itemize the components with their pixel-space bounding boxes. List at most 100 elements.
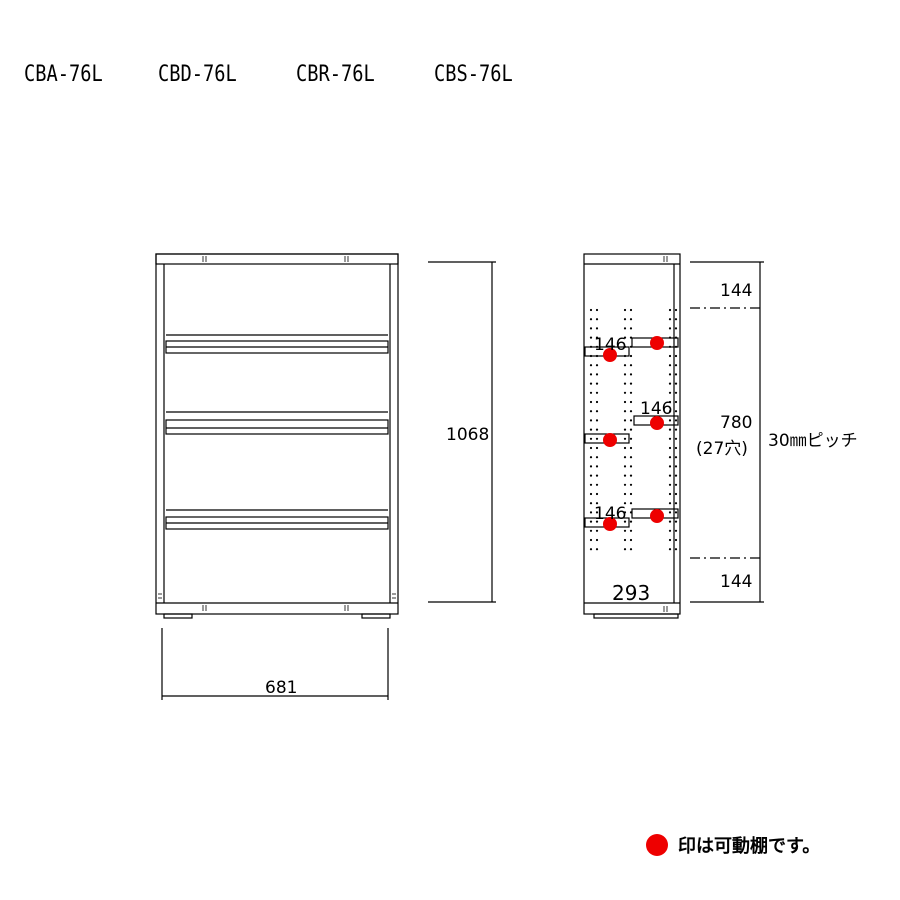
pin-hole	[674, 419, 678, 422]
pin-hole	[674, 428, 678, 431]
pin-hole	[629, 456, 633, 459]
pin-hole	[595, 382, 599, 385]
pin-hole	[595, 336, 599, 339]
side-foot	[593, 613, 679, 619]
pin-hole	[623, 511, 627, 514]
pin-hole	[623, 483, 627, 486]
pin-hole	[589, 419, 593, 422]
pin-hole	[595, 354, 599, 358]
front-shelf-2	[165, 411, 389, 435]
pin-hole	[674, 345, 678, 348]
pin-hole	[629, 373, 633, 376]
pin-hole	[674, 502, 678, 505]
pin-hole	[595, 548, 599, 551]
front-view	[155, 253, 399, 619]
model-name-4: CBS-76L	[434, 62, 513, 87]
pin-hole	[668, 474, 672, 477]
pin-hole	[595, 391, 599, 394]
pin-hole	[674, 364, 678, 367]
pin-hole	[589, 446, 593, 450]
pin-hole	[589, 308, 593, 312]
pin-hole	[595, 345, 599, 348]
movable-shelf-marker-4	[650, 416, 664, 430]
pin-hole	[629, 419, 633, 422]
pin-hole	[674, 474, 678, 477]
pin-hole	[623, 410, 627, 413]
pin-hole	[674, 400, 678, 404]
pin-hole	[629, 520, 633, 523]
pin-hole	[589, 400, 593, 404]
pin-hole	[623, 465, 627, 468]
side-view	[583, 253, 681, 619]
pin-hole	[629, 410, 633, 413]
pin-hole	[668, 538, 672, 542]
movable-shelf-markers	[603, 336, 664, 531]
height-dimension	[428, 261, 496, 603]
pin-hole	[629, 318, 633, 321]
pin-hole	[674, 318, 678, 321]
model-name-2: CBD-76L	[158, 62, 237, 87]
pin-hole	[589, 483, 593, 486]
pin-hole	[595, 428, 599, 431]
pin-hole	[589, 373, 593, 376]
pin-hole	[668, 437, 672, 440]
hole-count-label: (27穴)	[696, 439, 748, 459]
pin-hole	[623, 327, 627, 330]
pin-hole	[623, 428, 627, 431]
top-offset-label: 144	[720, 281, 752, 301]
pin-hole	[668, 400, 672, 404]
pin-hole	[629, 428, 633, 431]
pin-hole	[629, 538, 633, 542]
pin-hole	[668, 502, 672, 505]
pin-hole	[629, 345, 633, 348]
pin-hole	[629, 492, 633, 496]
pin-hole	[595, 456, 599, 459]
pin-hole	[629, 400, 633, 404]
pin-hole	[589, 327, 593, 330]
pin-hole	[589, 428, 593, 431]
pin-hole	[674, 456, 678, 459]
pin-hole	[668, 336, 672, 339]
pin-hole	[623, 336, 627, 339]
front-foot-left	[163, 613, 193, 619]
pin-hole	[674, 446, 678, 450]
pin-hole	[668, 308, 672, 312]
pin-hole	[623, 446, 627, 450]
pin-hole	[589, 538, 593, 542]
pin-hole	[623, 382, 627, 385]
pin-hole	[595, 474, 599, 477]
pin-hole	[595, 538, 599, 542]
model-name-1: CBA-76L	[24, 62, 103, 87]
pin-hole	[595, 502, 599, 505]
pin-hole	[629, 437, 633, 440]
pin-hole	[623, 308, 627, 312]
pin-hole	[629, 483, 633, 486]
movable-shelf-marker-3	[603, 433, 617, 447]
pin-hole	[595, 327, 599, 330]
pin-hole	[595, 400, 599, 404]
pin-hole	[629, 336, 633, 339]
pin-hole	[595, 318, 599, 321]
front-outer-frame	[155, 253, 399, 615]
pin-hole	[589, 354, 593, 358]
pin-hole	[623, 492, 627, 496]
pin-hole	[668, 428, 672, 431]
pin-hole	[668, 364, 672, 367]
pin-hole	[595, 446, 599, 450]
pin-hole	[668, 345, 672, 348]
shelf-depth-label-2: 146	[640, 399, 672, 419]
movable-shelf-marker-6	[650, 509, 664, 523]
pin-hole	[674, 483, 678, 486]
pin-hole	[674, 538, 678, 542]
pin-hole	[674, 391, 678, 394]
pin-hole	[589, 511, 593, 514]
pin-hole	[629, 548, 633, 551]
pin-hole	[674, 520, 678, 523]
pin-hole	[668, 373, 672, 376]
front-shelf-1	[165, 334, 389, 354]
movable-shelf-marker-1	[603, 348, 617, 362]
pin-hole	[668, 483, 672, 486]
pin-hole	[589, 318, 593, 321]
pin-hole	[623, 345, 627, 348]
pin-hole	[629, 465, 633, 468]
